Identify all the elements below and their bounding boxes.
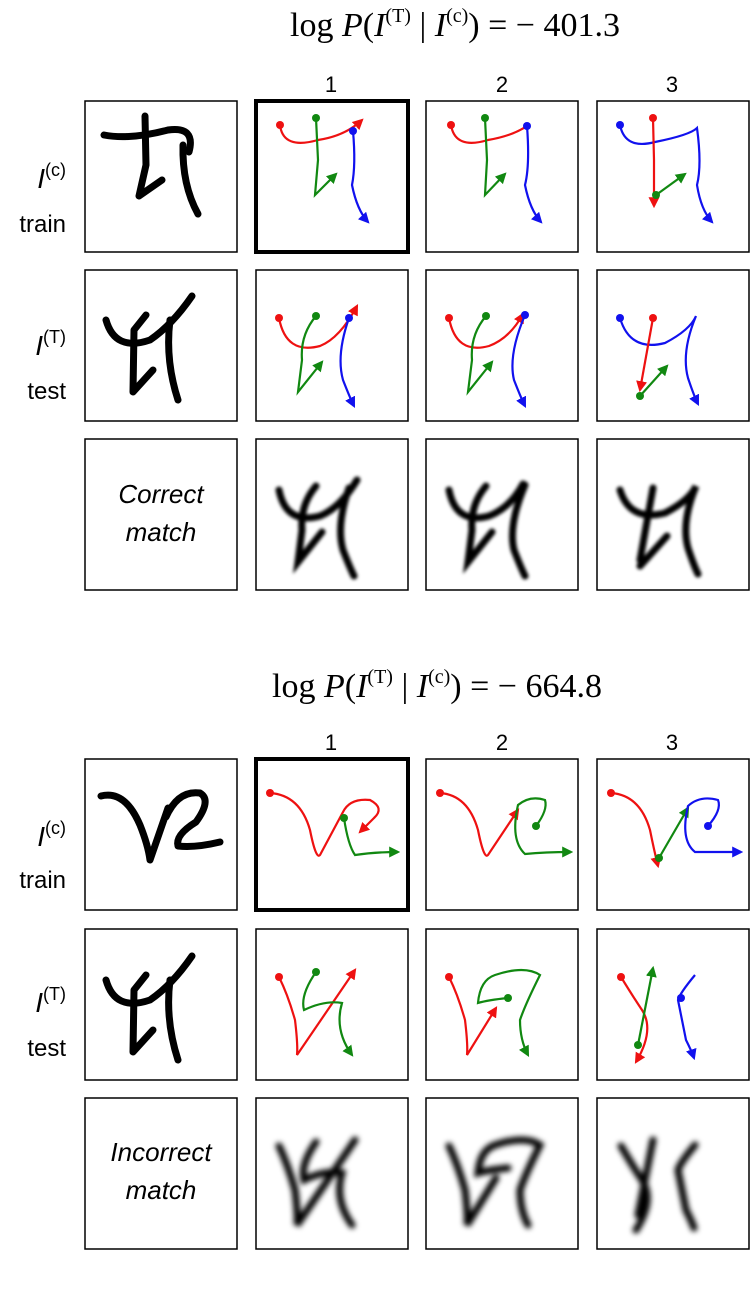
train-parse-3 xyxy=(596,758,750,911)
match-label-cell: Correct match xyxy=(84,438,238,591)
test-parse-2 xyxy=(425,928,579,1081)
train-parse-2 xyxy=(425,758,579,911)
train-parse-3 xyxy=(596,100,750,253)
column-label-3: 3 xyxy=(666,72,678,97)
test-parse-1 xyxy=(255,269,409,422)
test-parse-3 xyxy=(596,269,750,422)
panel-correct: log P(I(T) | I(c)) = − 401.3 1 2 3 I(c) … xyxy=(19,5,750,591)
train-parse-2 xyxy=(425,100,579,253)
column-label-3: 3 xyxy=(666,730,678,755)
svg-text:match: match xyxy=(126,517,197,547)
reconstruction-2 xyxy=(425,1097,579,1250)
reconstruction-3 xyxy=(596,1097,750,1250)
row-label-train-symbol: I(c) xyxy=(37,160,66,194)
panel-incorrect: log P(I(T) | I(c)) = − 664.8 1 2 3 I(c) … xyxy=(19,666,750,1250)
column-label-2: 2 xyxy=(496,730,508,755)
train-parse-1 xyxy=(254,757,410,912)
column-label-2: 2 xyxy=(496,72,508,97)
svg-text:Correct: Correct xyxy=(118,479,205,509)
row-label-test-symbol: I(T) xyxy=(35,984,66,1018)
test-image-cell xyxy=(84,269,238,422)
row-label-test: test xyxy=(27,378,66,405)
row-label-train: train xyxy=(19,211,66,238)
panel-title: log P(I(T) | I(c)) = − 664.8 xyxy=(272,666,602,705)
row-label-test-symbol: I(T) xyxy=(35,327,66,361)
test-parse-1 xyxy=(255,928,409,1081)
reconstruction-1 xyxy=(255,438,409,591)
test-image-cell xyxy=(84,928,238,1081)
test-parse-2 xyxy=(425,269,579,422)
column-label-1: 1 xyxy=(325,730,337,755)
test-parse-3 xyxy=(596,928,750,1081)
train-image-cell xyxy=(84,758,238,911)
train-image-cell xyxy=(84,100,238,253)
row-label-train: train xyxy=(19,867,66,894)
reconstruction-3 xyxy=(596,438,750,591)
row-label-train-symbol: I(c) xyxy=(37,818,66,852)
reconstruction-2 xyxy=(425,438,579,591)
panel-title: log P(I(T) | I(c)) = − 401.3 xyxy=(290,5,620,44)
reconstruction-1 xyxy=(255,1097,409,1250)
match-label-cell: Incorrect match xyxy=(84,1097,238,1250)
svg-text:match: match xyxy=(126,1175,197,1205)
svg-text:Incorrect: Incorrect xyxy=(110,1137,213,1167)
row-label-test: test xyxy=(27,1035,66,1062)
column-label-1: 1 xyxy=(325,72,337,97)
train-parse-1 xyxy=(254,99,410,254)
